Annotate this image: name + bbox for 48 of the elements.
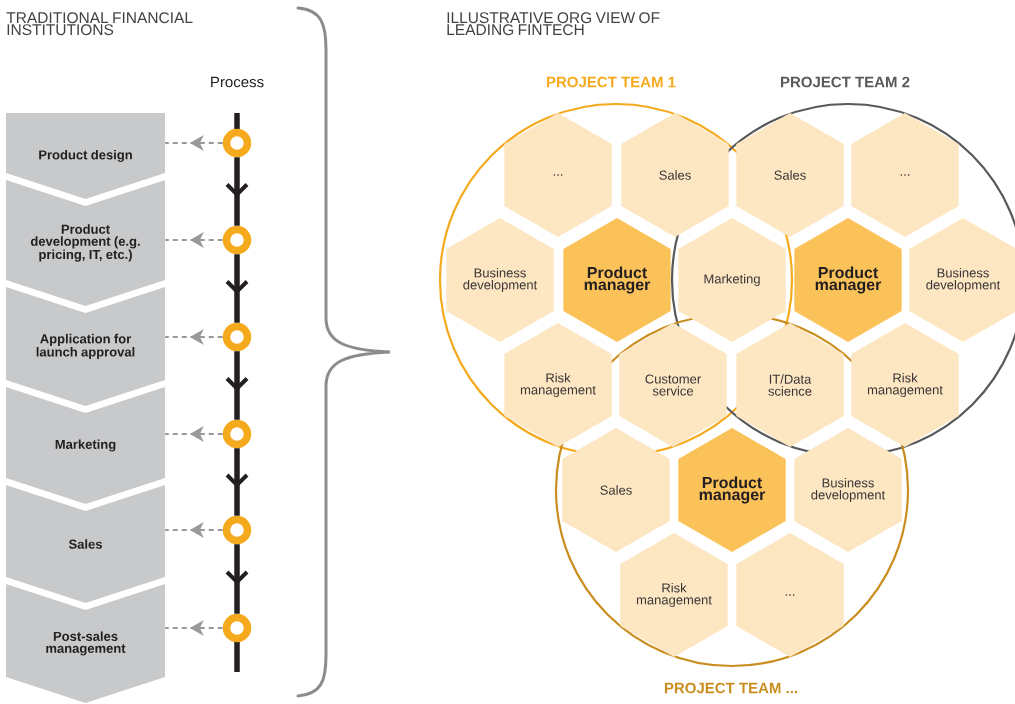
dashed-arrow bbox=[164, 135, 224, 151]
role-hexagon: Business development bbox=[446, 218, 554, 342]
role-hexagon: Product manager bbox=[794, 218, 902, 342]
team-heading: PROJECT TEAM 2 bbox=[781, 76, 910, 88]
dashed-arrow bbox=[164, 620, 224, 636]
role-hexagon: IT/Data science bbox=[736, 323, 844, 447]
role-hexagon: ... bbox=[851, 113, 959, 237]
dashed-arrow bbox=[164, 522, 224, 538]
role-hexagon: ... bbox=[736, 533, 844, 657]
dashed-arrow bbox=[164, 426, 224, 442]
node-label: Marketing bbox=[55, 439, 116, 452]
section-title: TRADITIONAL FINANCIAL INSTITUTIONS bbox=[6, 12, 193, 36]
process-step-circle bbox=[222, 515, 252, 545]
process-step-box: Product development (e.g. pricing, IT, etc.) bbox=[6, 180, 165, 306]
role-hexagon: Sales bbox=[621, 113, 729, 237]
process-step-circle bbox=[222, 419, 252, 449]
team-heading: PROJECT TEAM ... bbox=[664, 682, 798, 694]
role-hexagon: ... bbox=[504, 113, 612, 237]
dashed-arrow bbox=[164, 232, 224, 248]
role-hexagon: Business development bbox=[794, 428, 902, 552]
process-step-box: Sales bbox=[6, 485, 165, 603]
process-step-box: Product design bbox=[6, 113, 165, 199]
team-heading: PROJECT TEAM 1 bbox=[547, 76, 676, 88]
role-hexagon: Customer service bbox=[619, 323, 727, 447]
node-label: Application for launch approval bbox=[36, 333, 135, 360]
node-label: Post-sales management bbox=[46, 631, 126, 656]
dashed-arrow bbox=[164, 329, 224, 345]
node-label: Product design bbox=[39, 149, 132, 163]
process-step-circle bbox=[222, 225, 252, 255]
process-step-circle bbox=[222, 128, 252, 158]
node-label: Sales bbox=[68, 539, 102, 549]
role-hexagon: Risk management bbox=[851, 323, 959, 447]
role-hexagon: Business development bbox=[909, 218, 1015, 342]
process-step-box: Application for launch approval bbox=[6, 287, 165, 406]
role-hexagon: Risk management bbox=[504, 323, 612, 447]
process-step-circle bbox=[222, 613, 252, 643]
role-hexagon: Product manager bbox=[678, 428, 786, 552]
role-hexagon: Risk management bbox=[620, 533, 728, 657]
node-label: Product development (e.g. pricing, IT, etc.) bbox=[30, 224, 140, 262]
role-hexagon: Product manager bbox=[563, 218, 671, 342]
process-step-box: Marketing bbox=[6, 387, 165, 504]
process-label: Process bbox=[211, 76, 264, 88]
role-hexagon: Marketing bbox=[678, 218, 786, 342]
role-hexagon: Sales bbox=[736, 113, 844, 237]
process-step-circle bbox=[222, 322, 252, 352]
role-hexagon: Sales bbox=[562, 428, 670, 552]
process-step-box: Post-sales management bbox=[6, 584, 165, 703]
section-title: ILLUSTRATIVE ORG VIEW OF LEADING FINTECH bbox=[447, 12, 660, 36]
